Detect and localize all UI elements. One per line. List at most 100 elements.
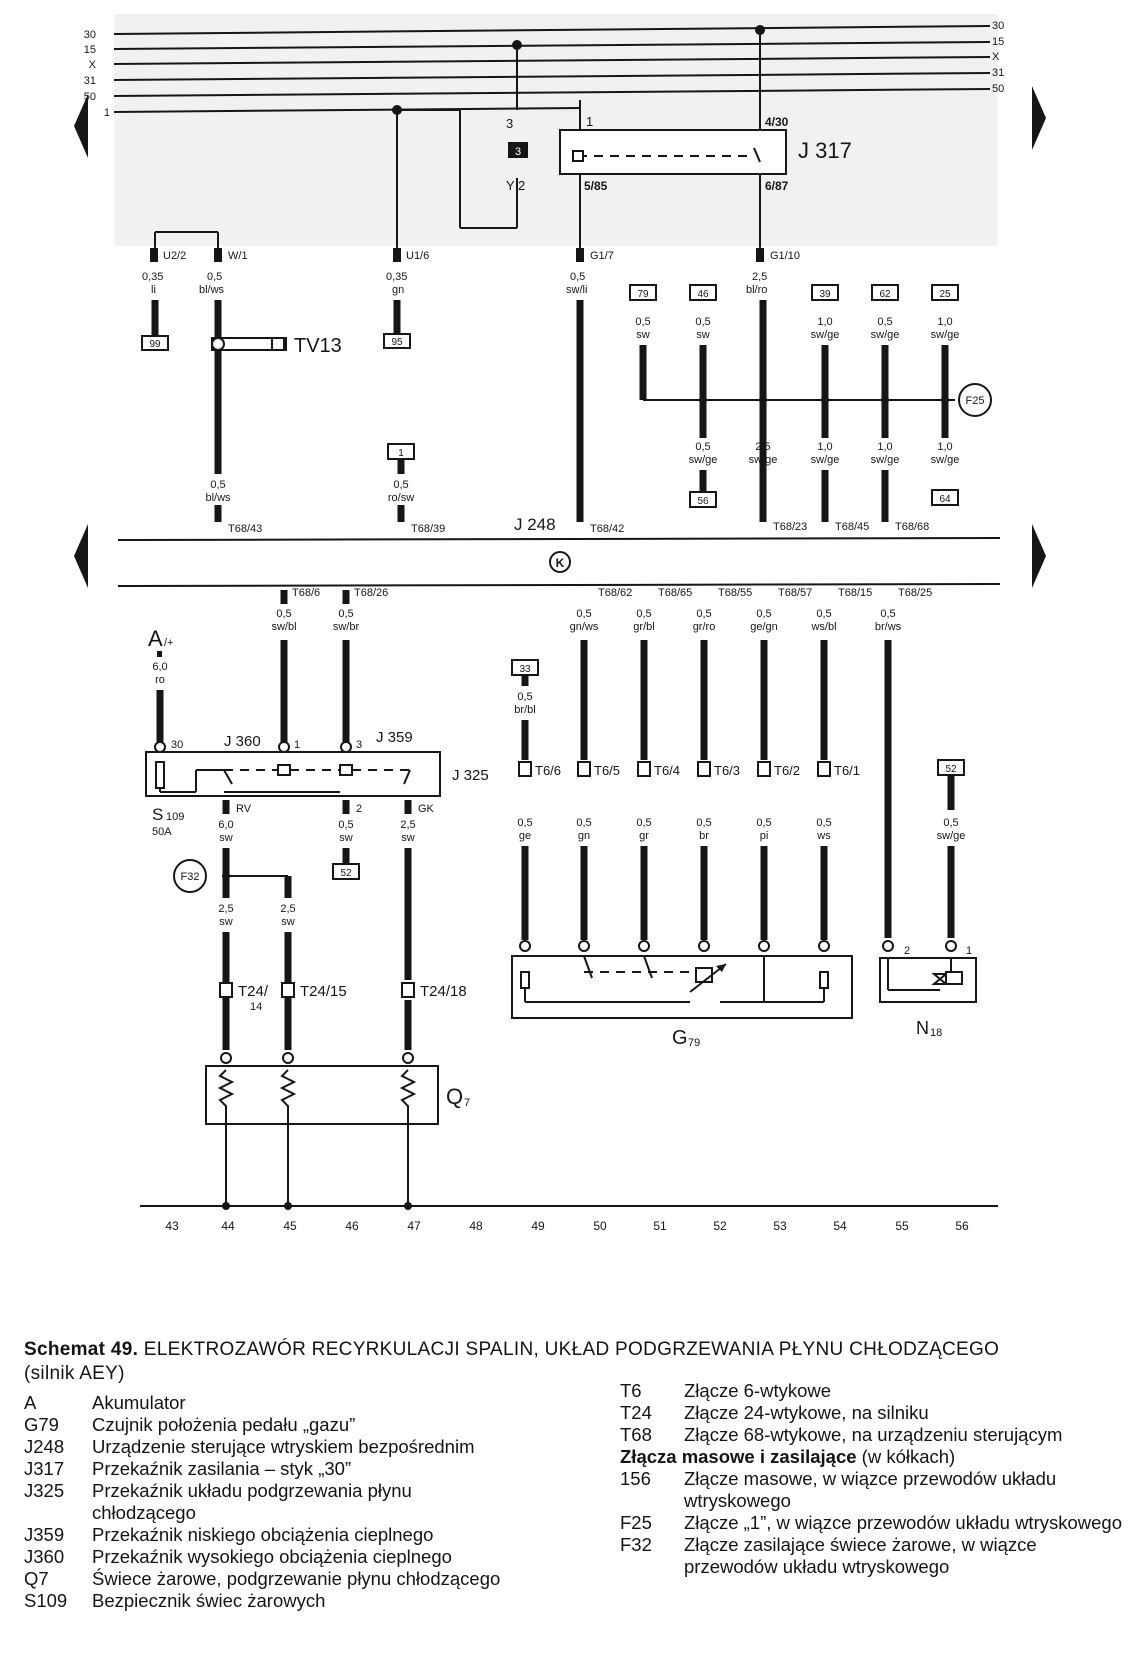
svg-text:W/1: W/1: [228, 250, 248, 262]
svg-text:T68/55: T68/55: [718, 587, 752, 599]
svg-text:0,5: 0,5: [696, 817, 711, 829]
svg-text:14: 14: [250, 1001, 262, 1013]
svg-text:50: 50: [992, 83, 1004, 95]
svg-text:1,0: 1,0: [877, 441, 892, 453]
svg-text:1: 1: [966, 945, 972, 957]
svg-text:J 325: J 325: [452, 767, 489, 784]
legend-text: Czujnik położenia pedału „gazu”: [92, 1414, 356, 1435]
svg-text:sw/br: sw/br: [333, 621, 360, 633]
legend-text: Przekaźnik układu podgrzewania płynu chł…: [92, 1480, 412, 1523]
tv13-component: TV13: [211, 300, 342, 474]
svg-text:25: 25: [939, 289, 951, 300]
svg-text:T68/43: T68/43: [228, 523, 262, 535]
svg-text:0,5: 0,5: [276, 608, 291, 620]
svg-text:52: 52: [713, 1219, 727, 1233]
svg-text:U2/2: U2/2: [163, 250, 186, 262]
svg-text:br/bl: br/bl: [514, 704, 535, 716]
svg-text:50A: 50A: [152, 826, 172, 838]
svg-text:J 248: J 248: [514, 515, 556, 534]
svg-text:0,5: 0,5: [338, 608, 353, 620]
svg-text:ro/sw: ro/sw: [388, 492, 414, 504]
svg-text:gn/ws: gn/ws: [570, 621, 599, 633]
legend-text: Złącze 68-wtykowe, na urządzeniu sterują…: [684, 1424, 1063, 1445]
svg-text:0,5: 0,5: [636, 817, 651, 829]
svg-text:T68/65: T68/65: [658, 587, 692, 599]
legend-text: Świece żarowe, podgrzewanie płynu chłodz…: [92, 1568, 501, 1589]
svg-text:sw: sw: [281, 916, 295, 928]
svg-text:1: 1: [398, 448, 404, 459]
caption-subtitle: (silnik AEY): [24, 1363, 125, 1384]
svg-text:6,0: 6,0: [218, 819, 233, 831]
legend-subheading-bold: Złącza masowe i zasilające: [620, 1446, 857, 1467]
svg-text:0,5: 0,5: [756, 608, 771, 620]
legend-code: J317: [24, 1458, 65, 1479]
svg-text:0,5: 0,5: [570, 271, 585, 283]
page-back-arrow-mid-icon[interactable]: [74, 524, 88, 588]
svg-text:0,5: 0,5: [635, 316, 650, 328]
svg-text:bl/ws: bl/ws: [199, 284, 225, 296]
svg-text:1,0: 1,0: [937, 316, 952, 328]
svg-text:T6/2: T6/2: [774, 763, 800, 778]
svg-text:br: br: [699, 830, 709, 842]
svg-text:1,0: 1,0: [817, 441, 832, 453]
svg-text:ws/bl: ws/bl: [810, 621, 836, 633]
terminal-stubs-top: 99 95: [141, 300, 411, 351]
svg-text:T68/15: T68/15: [838, 587, 872, 599]
page-forward-arrow-mid-icon[interactable]: [1032, 524, 1046, 588]
svg-text:49: 49: [531, 1219, 545, 1233]
svg-text:1: 1: [104, 107, 110, 119]
svg-text:T68/6: T68/6: [292, 587, 320, 599]
svg-text:ws: ws: [816, 830, 831, 842]
battery-a: A /+ 6,0 ro: [148, 626, 173, 742]
svg-text:50: 50: [593, 1219, 607, 1233]
svg-text:F32: F32: [181, 871, 200, 883]
svg-text:G1/10: G1/10: [770, 250, 800, 262]
svg-text:53: 53: [773, 1219, 787, 1233]
svg-text:sw/bl: sw/bl: [271, 621, 296, 633]
svg-text:sw/ge: sw/ge: [871, 454, 900, 466]
svg-text:39: 39: [819, 289, 831, 300]
svg-text:gn: gn: [578, 830, 590, 842]
legend-code: J325: [24, 1480, 65, 1501]
svg-text:52: 52: [340, 868, 352, 879]
caption-text: ELEKTROZAWÓR RECYRKULACJI SPALIN, UKŁAD …: [143, 1339, 1000, 1360]
legend-text: Przekaźnik wysokiego obciążenia cieplneg…: [92, 1546, 452, 1567]
svg-text:6/87: 6/87: [765, 179, 789, 193]
svg-text:7: 7: [464, 1097, 470, 1109]
svg-text:0,5: 0,5: [576, 608, 591, 620]
svg-text:gn: gn: [392, 284, 404, 296]
legend-text: Złącze 6-wtykowe: [684, 1380, 832, 1401]
svg-text:T6/6: T6/6: [535, 763, 561, 778]
bus-labels-right: 30 15 X 31 50: [992, 20, 1004, 95]
svg-text:0,5: 0,5: [816, 817, 831, 829]
svg-text:T68/62: T68/62: [598, 587, 632, 599]
top-wiring: [150, 110, 764, 262]
svg-text:F25: F25: [966, 395, 985, 407]
svg-text:sw/li: sw/li: [566, 284, 587, 296]
valve-n18: 2 1 N 18: [879, 940, 977, 1039]
legend-code: F25: [620, 1512, 652, 1533]
page-forward-arrow-top-icon[interactable]: [1032, 86, 1046, 150]
svg-text:62: 62: [879, 289, 891, 300]
top-wire-labels: U2/2 0,35 li W/1 0,5 bl/ws U1/6 0,35 gn …: [142, 250, 800, 296]
sensor-g79: G 79: [511, 940, 853, 1049]
svg-text:gr/ro: gr/ro: [693, 621, 716, 633]
svg-text:0,5: 0,5: [517, 817, 532, 829]
page-back-arrow-top-icon[interactable]: [74, 94, 88, 158]
legend-text: Złącze masowe, w wiązce przewodów układu…: [684, 1468, 1057, 1511]
legend-text: Urządzenie sterujące wtryskiem bezpośred…: [92, 1436, 475, 1457]
mid-ground-wires: 0,5 sw/ge 2,5 sw/ge 1,0 sw/ge 1,0 sw/ge …: [689, 441, 959, 522]
svg-text:79: 79: [637, 289, 649, 300]
svg-text:54: 54: [833, 1219, 847, 1233]
svg-text:sw: sw: [339, 832, 353, 844]
legend-text: Złącze „1”, w wiązce przewodów układu wt…: [684, 1512, 1123, 1533]
svg-text:J 317: J 317: [798, 138, 852, 163]
svg-text:2,5: 2,5: [755, 441, 770, 453]
